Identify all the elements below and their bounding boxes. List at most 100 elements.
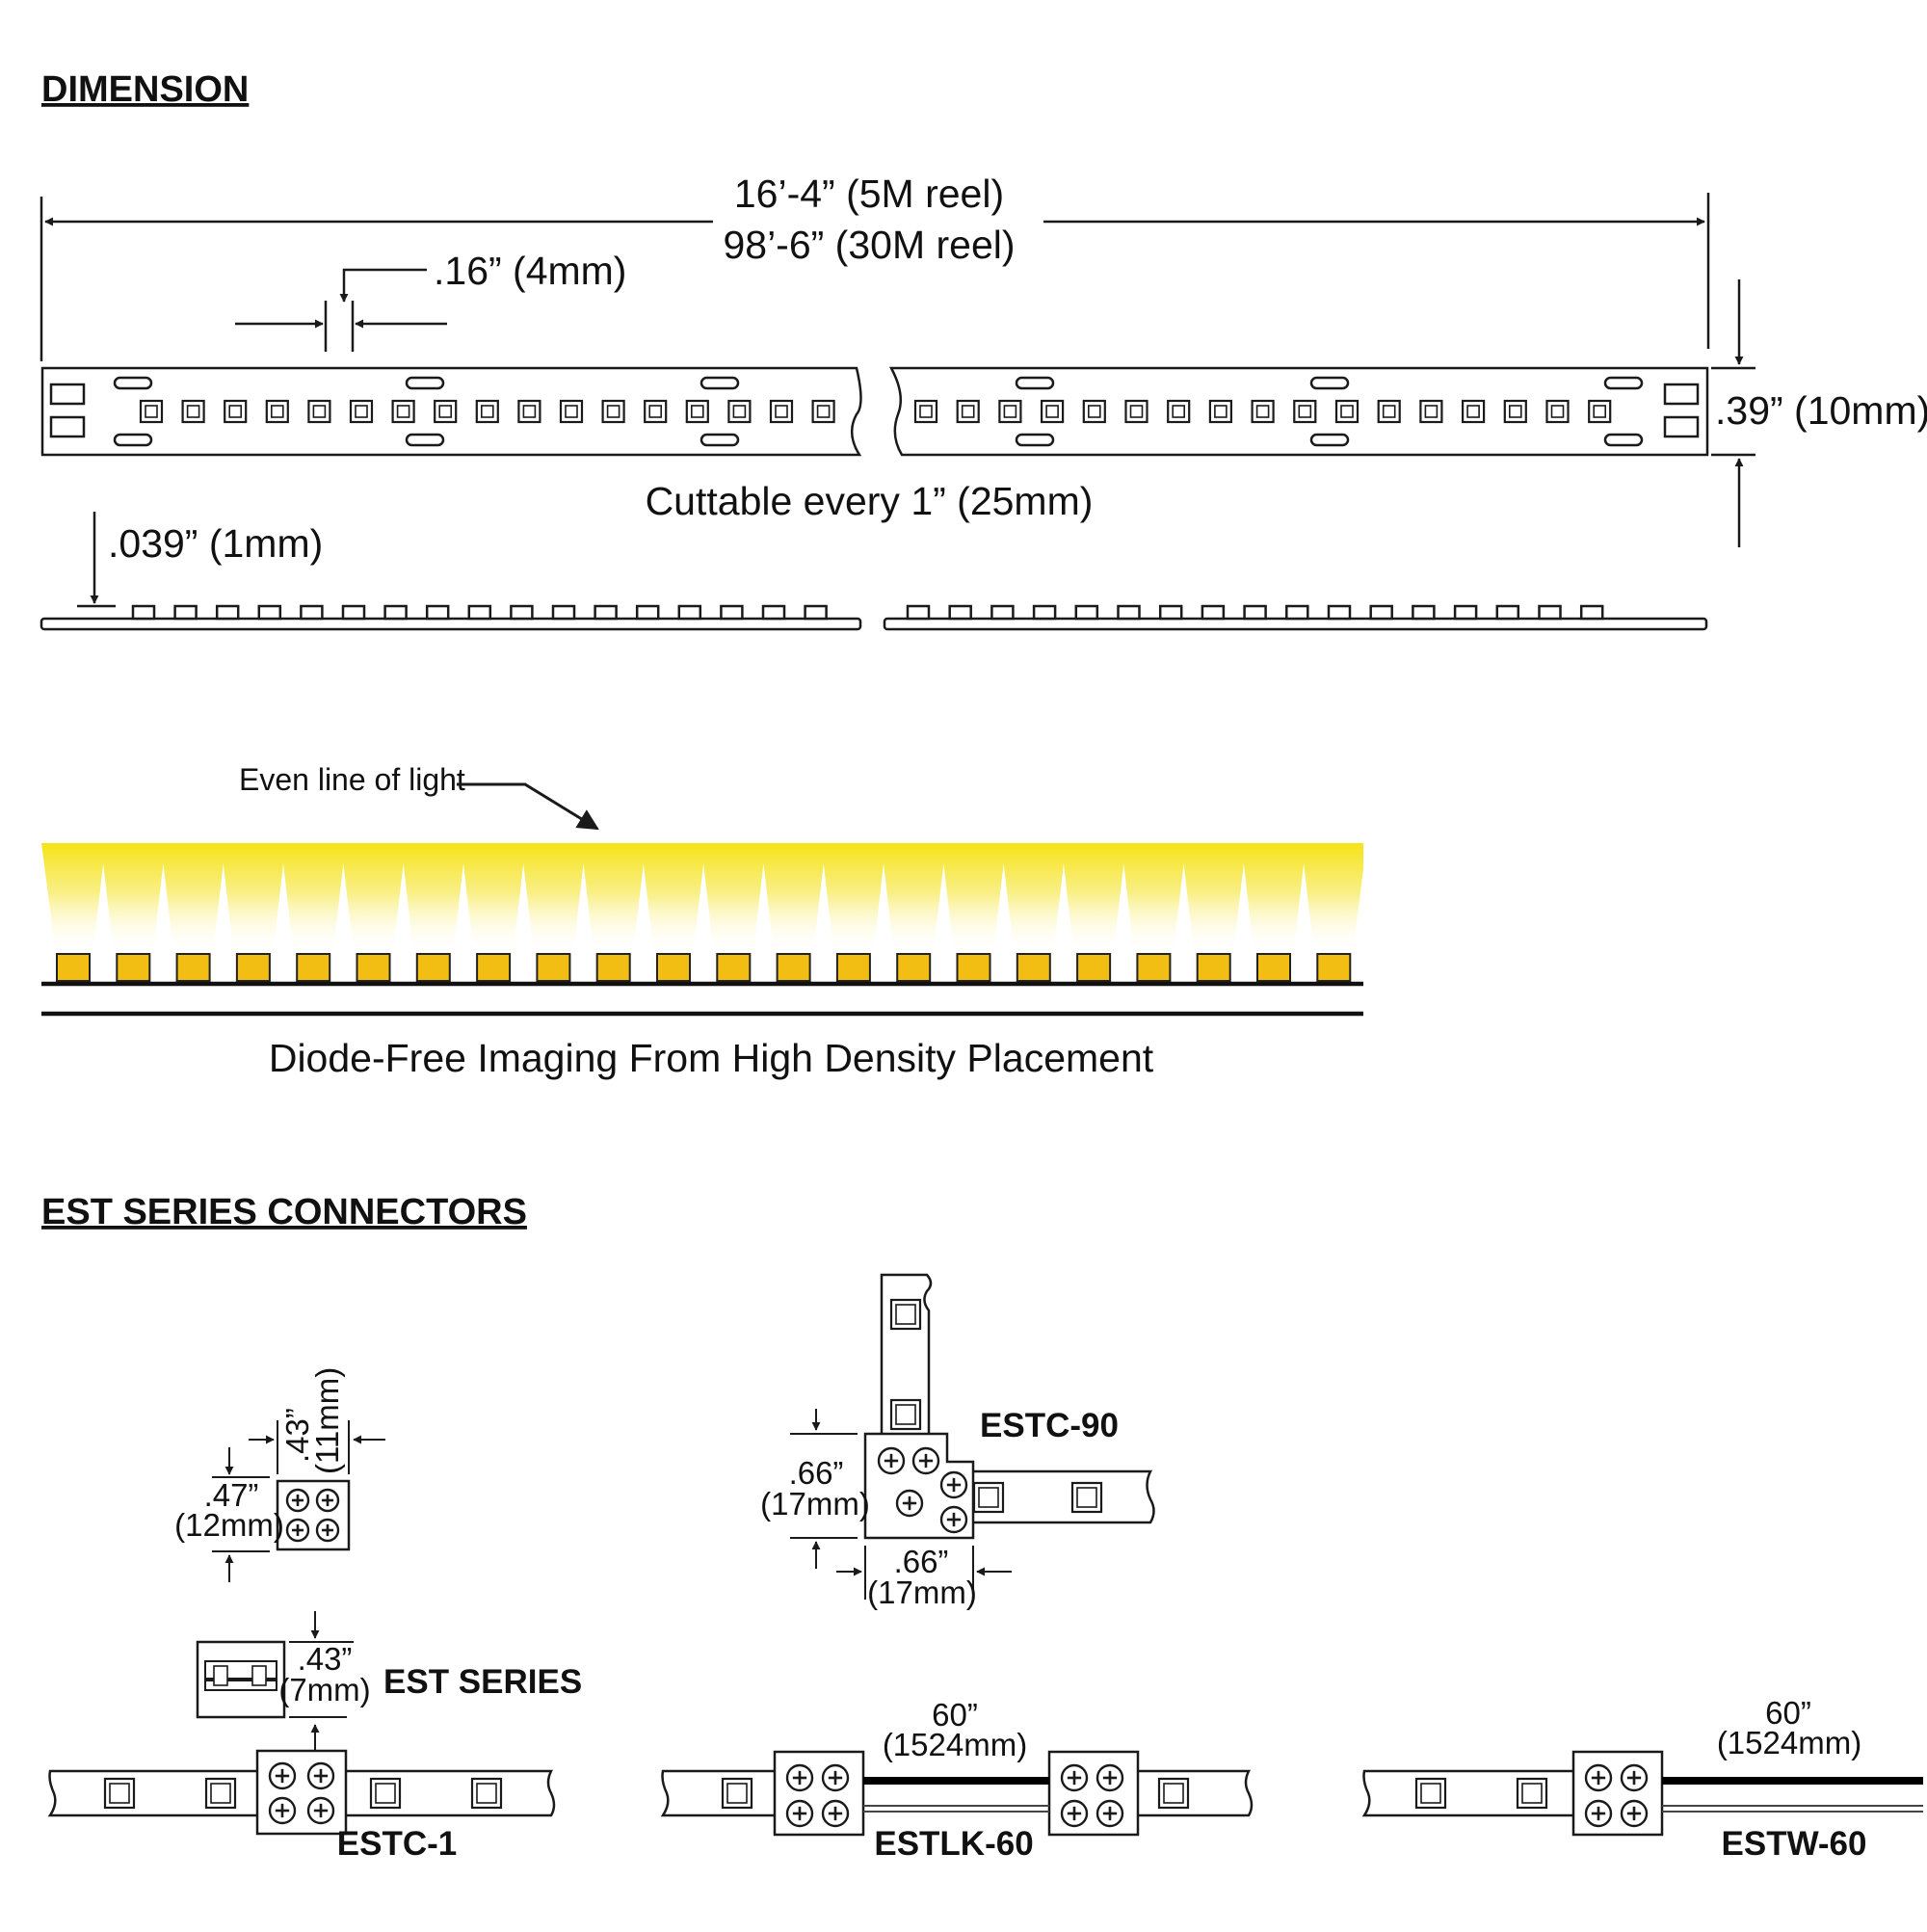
dim-66-v-line2: (17mm) bbox=[760, 1486, 870, 1522]
estc90-screws bbox=[877, 1446, 968, 1534]
solder-pad bbox=[700, 433, 740, 447]
strip-diodes bbox=[139, 399, 1612, 424]
diode bbox=[1040, 399, 1065, 424]
solder-pad bbox=[1309, 433, 1350, 447]
dimension-section: DIMENSION 16’-4” (5M reel) 98’-6” (30M r… bbox=[40, 69, 1927, 631]
small-connector-screws bbox=[285, 1488, 340, 1543]
diode-lens bbox=[312, 405, 327, 418]
solder-pad bbox=[700, 376, 740, 390]
diode-lens bbox=[648, 405, 663, 418]
led-diode bbox=[656, 953, 691, 982]
side-diode bbox=[257, 604, 282, 621]
width-label: .39” (10mm) bbox=[1715, 388, 1927, 433]
tape-side-view bbox=[40, 604, 1708, 631]
side-diode bbox=[215, 604, 240, 621]
estc1-tape-diodes bbox=[103, 1777, 503, 1810]
diode bbox=[1251, 399, 1275, 424]
estw60-tape-diodes bbox=[1414, 1777, 1548, 1810]
diode bbox=[1208, 399, 1233, 424]
connector-small-top bbox=[276, 1479, 351, 1551]
estc90-label: ESTC-90 bbox=[980, 1407, 1119, 1444]
end-pads-right bbox=[1663, 383, 1700, 438]
diode-lens bbox=[1172, 405, 1185, 418]
diode-lens bbox=[726, 1783, 748, 1804]
diode-lens bbox=[1424, 405, 1439, 418]
estw60-screws bbox=[1584, 1763, 1649, 1828]
side-diode bbox=[761, 604, 786, 621]
estc90-dims bbox=[790, 1409, 1012, 1600]
solder-pad bbox=[405, 376, 445, 390]
estlk60-length-line1: 60” bbox=[932, 1697, 978, 1733]
diode bbox=[559, 399, 584, 424]
tape-top-view bbox=[40, 366, 1709, 457]
diode-lens bbox=[1382, 405, 1396, 418]
estw60-label: ESTW-60 bbox=[1722, 1825, 1867, 1863]
diode bbox=[913, 399, 938, 424]
side-diode bbox=[1369, 604, 1393, 621]
width-dimension bbox=[1711, 279, 1755, 547]
dim-7mm-line1: .43” bbox=[298, 1641, 353, 1677]
end-pads-left bbox=[49, 383, 86, 438]
diode-lens bbox=[1003, 405, 1017, 418]
side-diode bbox=[990, 604, 1015, 621]
estw60-connector bbox=[1361, 1750, 1664, 1837]
diode bbox=[517, 399, 541, 424]
reel-5m-label: 16’-4” (5M reel) bbox=[734, 172, 1004, 216]
dim-12mm-line1: .47” bbox=[204, 1477, 259, 1513]
diode-lens bbox=[1163, 1783, 1184, 1804]
strip-solder-pads bbox=[113, 376, 1644, 447]
solder-pad bbox=[405, 433, 445, 447]
led-diode bbox=[595, 953, 631, 982]
led-diode bbox=[1136, 953, 1172, 982]
solder-pad bbox=[113, 376, 153, 390]
diode bbox=[181, 399, 205, 424]
side-diode bbox=[173, 604, 198, 621]
led-diode bbox=[415, 953, 451, 982]
diode-lens bbox=[732, 405, 747, 418]
estlk60-tape-diodes bbox=[721, 1777, 1190, 1810]
led-diode bbox=[835, 953, 871, 982]
dim-11mm-line2: (11mm) bbox=[309, 1367, 345, 1474]
led-diode bbox=[476, 953, 512, 982]
diode-lens bbox=[1593, 405, 1606, 418]
estc90-tape-diodes bbox=[889, 1298, 1103, 1514]
dim-12mm-line2: (12mm) bbox=[174, 1507, 284, 1543]
diode-lens bbox=[1298, 405, 1312, 418]
diode-lens bbox=[1466, 405, 1480, 418]
diode-lens bbox=[1420, 1783, 1441, 1804]
estw60-length-line1: 60” bbox=[1765, 1695, 1811, 1731]
diode bbox=[349, 399, 374, 424]
diode-lens bbox=[438, 405, 453, 418]
diode bbox=[1419, 399, 1443, 424]
diode-lens bbox=[1076, 1487, 1097, 1508]
glow-gap bbox=[1113, 863, 1135, 956]
led-diode bbox=[956, 953, 991, 982]
even-light-arrow bbox=[457, 782, 599, 831]
estlk60-connector bbox=[660, 1750, 1254, 1837]
solder-pad bbox=[1603, 433, 1644, 447]
glow-gap bbox=[752, 863, 775, 956]
diode-lens bbox=[1255, 405, 1270, 418]
diode-lens bbox=[109, 1783, 130, 1804]
glow-gap bbox=[812, 863, 834, 956]
led-diode bbox=[1316, 953, 1352, 982]
cut-label: Cuttable every 1” (25mm) bbox=[646, 479, 1094, 523]
glow-gap bbox=[933, 863, 955, 956]
diode bbox=[1082, 399, 1106, 424]
glow-gap bbox=[392, 863, 414, 956]
diode bbox=[1167, 399, 1191, 424]
solder-pad bbox=[1015, 376, 1055, 390]
side-diode bbox=[1285, 604, 1309, 621]
diode bbox=[1124, 399, 1148, 424]
small-connector-dims bbox=[212, 1420, 385, 1582]
side-diode bbox=[594, 604, 618, 621]
led-diode bbox=[235, 953, 271, 982]
estlk60-screws bbox=[785, 1763, 1124, 1828]
side-diode bbox=[906, 604, 931, 621]
diode bbox=[391, 399, 415, 424]
side-diode bbox=[425, 604, 450, 621]
diode-lens bbox=[961, 405, 975, 418]
led-diode bbox=[776, 953, 811, 982]
side-diode bbox=[1412, 604, 1436, 621]
